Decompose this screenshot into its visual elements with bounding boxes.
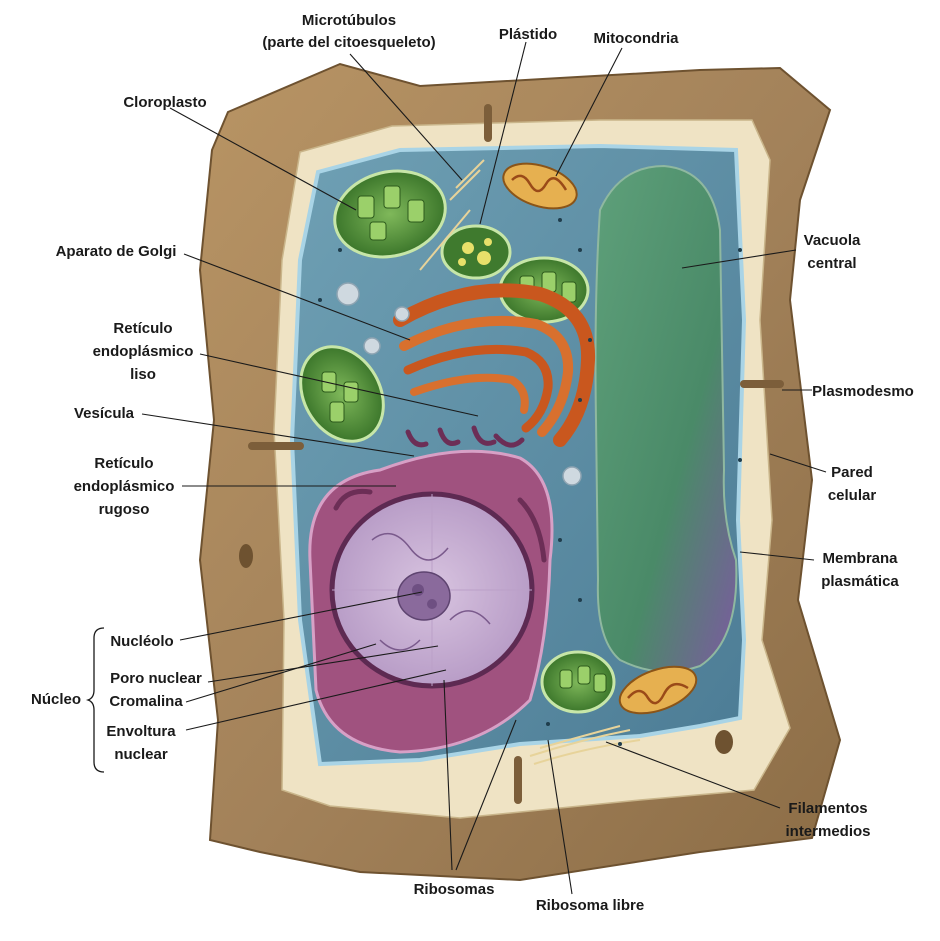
mitochondrion-1: [502, 162, 578, 210]
label-rer-3: rugoso: [99, 501, 150, 518]
label-membrana-2: plasmática: [821, 573, 899, 590]
chloroplast-1: [333, 169, 447, 259]
label-pared-1: Pared: [831, 464, 873, 481]
label-membrana-1: Membrana: [822, 550, 898, 567]
label-rer-2: endoplásmico: [74, 478, 175, 495]
label-rel-1: Retículo: [113, 320, 172, 337]
central-vacuole: [594, 164, 738, 673]
chloroplast-3: [299, 345, 385, 443]
label-rel-2: endoplásmico: [93, 343, 194, 360]
mitochondrion-2: [618, 665, 698, 715]
nucleus-bracket: [85, 627, 105, 773]
label-filamentos-1: Filamentos: [788, 800, 867, 817]
microtubules: [419, 159, 485, 271]
label-cloroplasto: Cloroplasto: [123, 94, 206, 111]
label-microtubulos-sub: (parte del citoesqueleto): [262, 34, 435, 51]
label-envoltura-2: nuclear: [114, 746, 168, 763]
chloroplast-4: [540, 650, 616, 714]
label-rel-3: liso: [130, 366, 156, 383]
label-filamentos-2: intermedios: [785, 823, 870, 840]
label-pared-2: celular: [828, 487, 877, 504]
label-plasmodesmo: Plasmodesmo: [812, 383, 914, 400]
label-cromalina: Cromalina: [109, 693, 183, 710]
label-vacuola-1: Vacuola: [804, 232, 861, 249]
label-ribosomas: Ribosomas: [414, 881, 495, 898]
intermediate-filaments: [529, 725, 641, 765]
leader-lines: [141, 41, 827, 895]
pit-left: [239, 544, 253, 568]
plastid: [440, 224, 512, 280]
label-ribosoma-libre: Ribosoma libre: [536, 897, 644, 914]
nucleolus: [397, 571, 451, 621]
free-ribosomes: [318, 218, 742, 746]
label-poro-nuclear: Poro nuclear: [110, 670, 202, 687]
label-aparato-golgi: Aparato de Golgi: [56, 243, 177, 260]
label-mitocondria: Mitocondria: [594, 30, 680, 47]
vesicles: [336, 282, 582, 486]
label-vacuola-2: central: [807, 255, 856, 272]
label-envoltura-1: Envoltura: [106, 723, 176, 740]
label-plastido: Plástido: [499, 26, 557, 43]
label-nucleolo: Nucléolo: [110, 633, 173, 650]
label-rer-1: Retículo: [94, 455, 153, 472]
label-microtubulos: Microtúbulos: [302, 12, 396, 29]
label-nucleo: Núcleo: [31, 691, 81, 708]
pit-right: [715, 730, 733, 754]
label-vesicula: Vesícula: [74, 405, 135, 422]
